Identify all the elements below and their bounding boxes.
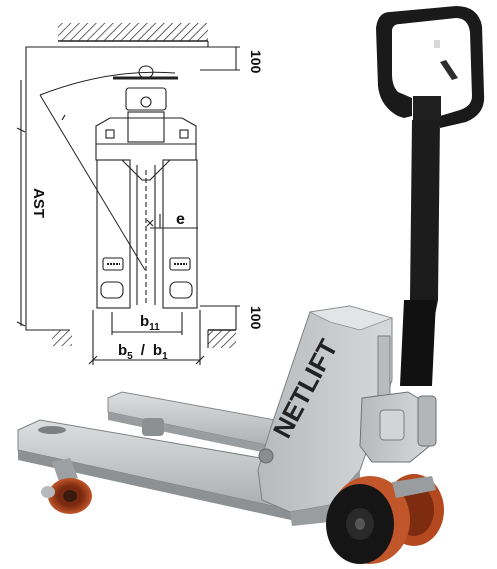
dim-clearance-top: 100	[248, 50, 264, 74]
dim-outer-width-b5-b1: b5/b1	[118, 342, 168, 362]
dim-aisle-ast: AST	[30, 188, 47, 218]
front-roller	[41, 458, 92, 514]
dim-inner-width-b11: b11	[140, 313, 160, 333]
technical-drawing	[16, 23, 240, 365]
tiller-handle[interactable]	[376, 6, 485, 386]
bottom-wall-hatch-left	[52, 330, 72, 346]
fork-left	[96, 159, 131, 309]
dim-clearance-bottom: 100	[248, 306, 264, 330]
dim-fork-offset-e: e	[176, 211, 185, 228]
bottom-wall-hatch-right	[208, 330, 236, 348]
pallet-truck-illustration: NETLIFT	[17, 6, 485, 564]
aisle-outline	[25, 46, 208, 331]
turning-arc	[39, 71, 176, 96]
hydraulic-pump	[359, 335, 437, 463]
fork-right	[162, 159, 198, 309]
steer-wheels	[326, 474, 444, 564]
top-wall-hatch	[58, 23, 208, 41]
